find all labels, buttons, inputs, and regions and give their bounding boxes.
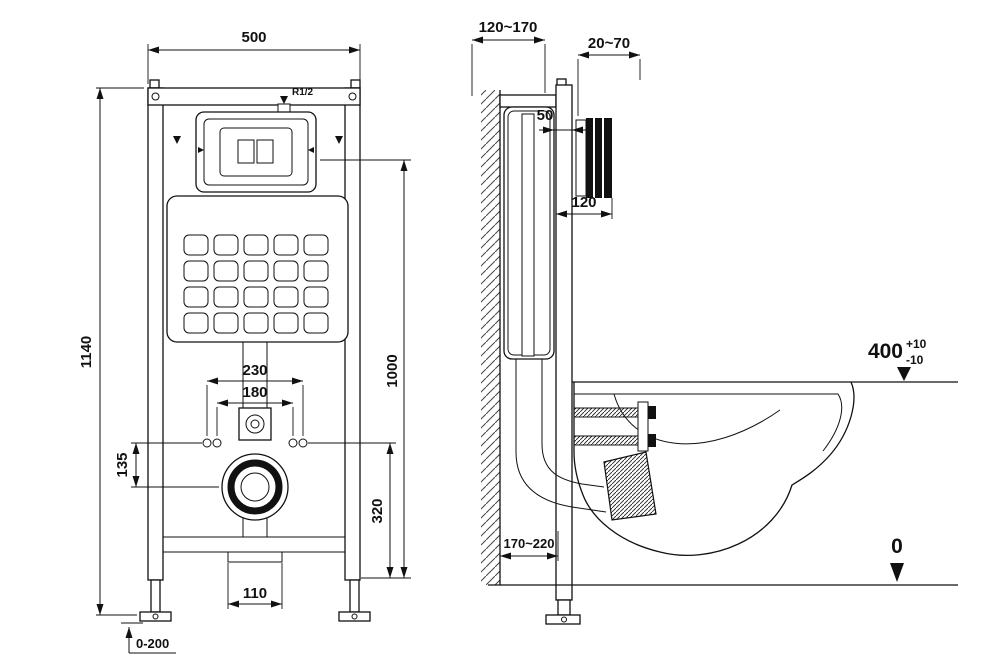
dim-fixing-outer: 230 bbox=[206, 362, 304, 436]
front-view: R1/2 bbox=[78, 29, 411, 654]
inlet-thread-label: R1/2 bbox=[292, 87, 314, 98]
flush-valve bbox=[521, 113, 535, 357]
cistern-side bbox=[503, 106, 555, 360]
wall-section bbox=[481, 90, 501, 585]
dim-cistern-offset: 50 bbox=[537, 107, 587, 134]
dim-plate-height: 1000 bbox=[320, 159, 411, 579]
fixing-inner-label: 180 bbox=[242, 384, 267, 401]
mounting-rods bbox=[573, 401, 656, 452]
drain-elbow-front bbox=[221, 453, 289, 563]
rim-tol-minus-label: -10 bbox=[906, 353, 924, 367]
pipe-connector-cone bbox=[603, 451, 657, 521]
dim-inlet-to-drain: 135 bbox=[114, 442, 219, 488]
dim-frame-depth: 120~170 bbox=[471, 19, 546, 96]
flush-pipe-front bbox=[238, 342, 272, 441]
foot-adjust-label: 0-200 bbox=[136, 636, 169, 651]
flush-plate-front bbox=[173, 111, 343, 193]
fixing-outer-label: 230 bbox=[242, 362, 267, 379]
plate-clip-icon bbox=[198, 147, 204, 153]
datum-triangle-icon bbox=[890, 563, 904, 582]
dim-outlet-width: 110 bbox=[227, 563, 283, 609]
dim-frame-height: 1140 bbox=[78, 87, 144, 616]
datum-floor: 0 bbox=[890, 535, 904, 582]
inlet-to-drain-label: 135 bbox=[114, 452, 131, 477]
plate-depth-label: 120 bbox=[571, 194, 596, 211]
dim-drain-height: 320 bbox=[308, 442, 396, 578]
flush-pipe-side bbox=[515, 359, 657, 521]
floor-datum-label: 0 bbox=[891, 535, 903, 558]
rail-clip-icon bbox=[173, 136, 181, 144]
rim-height-label: 400 bbox=[868, 340, 903, 363]
dim-wall-finish: 20~70 bbox=[577, 35, 641, 116]
cistern-access-panel bbox=[166, 195, 349, 343]
plate-height-label: 1000 bbox=[384, 354, 401, 387]
rail-clip-icon bbox=[335, 136, 343, 144]
flush-plate-side bbox=[575, 118, 612, 198]
frame-depth-label: 120~170 bbox=[479, 19, 538, 36]
frame-height-label: 1140 bbox=[78, 336, 95, 369]
dim-plate-depth: 120 bbox=[555, 194, 613, 219]
dim-fixing-inner: 180 bbox=[216, 384, 294, 436]
water-inlets bbox=[202, 438, 308, 448]
rim-tol-plus-label: +10 bbox=[906, 337, 927, 351]
wall-finish-label: 20~70 bbox=[588, 35, 630, 52]
dim-drain-offset: 170~220 bbox=[500, 531, 559, 561]
plate-clip-icon bbox=[308, 147, 314, 153]
side-view: 120~170 20~70 50 120 170~220 400 bbox=[471, 19, 958, 625]
cistern-offset-label: 50 bbox=[537, 107, 554, 124]
datum-triangle-icon bbox=[897, 367, 911, 381]
down-arrow-icon bbox=[280, 96, 288, 104]
mounting-frame bbox=[139, 79, 371, 622]
drain-offset-label: 170~220 bbox=[504, 536, 555, 551]
dim-frame-width: 500 bbox=[147, 29, 361, 84]
panel-grid bbox=[183, 234, 329, 334]
dim-foot-adjust: 0-200 bbox=[121, 622, 176, 654]
drain-height-label: 320 bbox=[369, 498, 386, 523]
datum-rim-height: 400 +10 -10 bbox=[868, 337, 927, 381]
outlet-width-label: 110 bbox=[243, 585, 267, 602]
frame-width-label: 500 bbox=[241, 29, 266, 46]
